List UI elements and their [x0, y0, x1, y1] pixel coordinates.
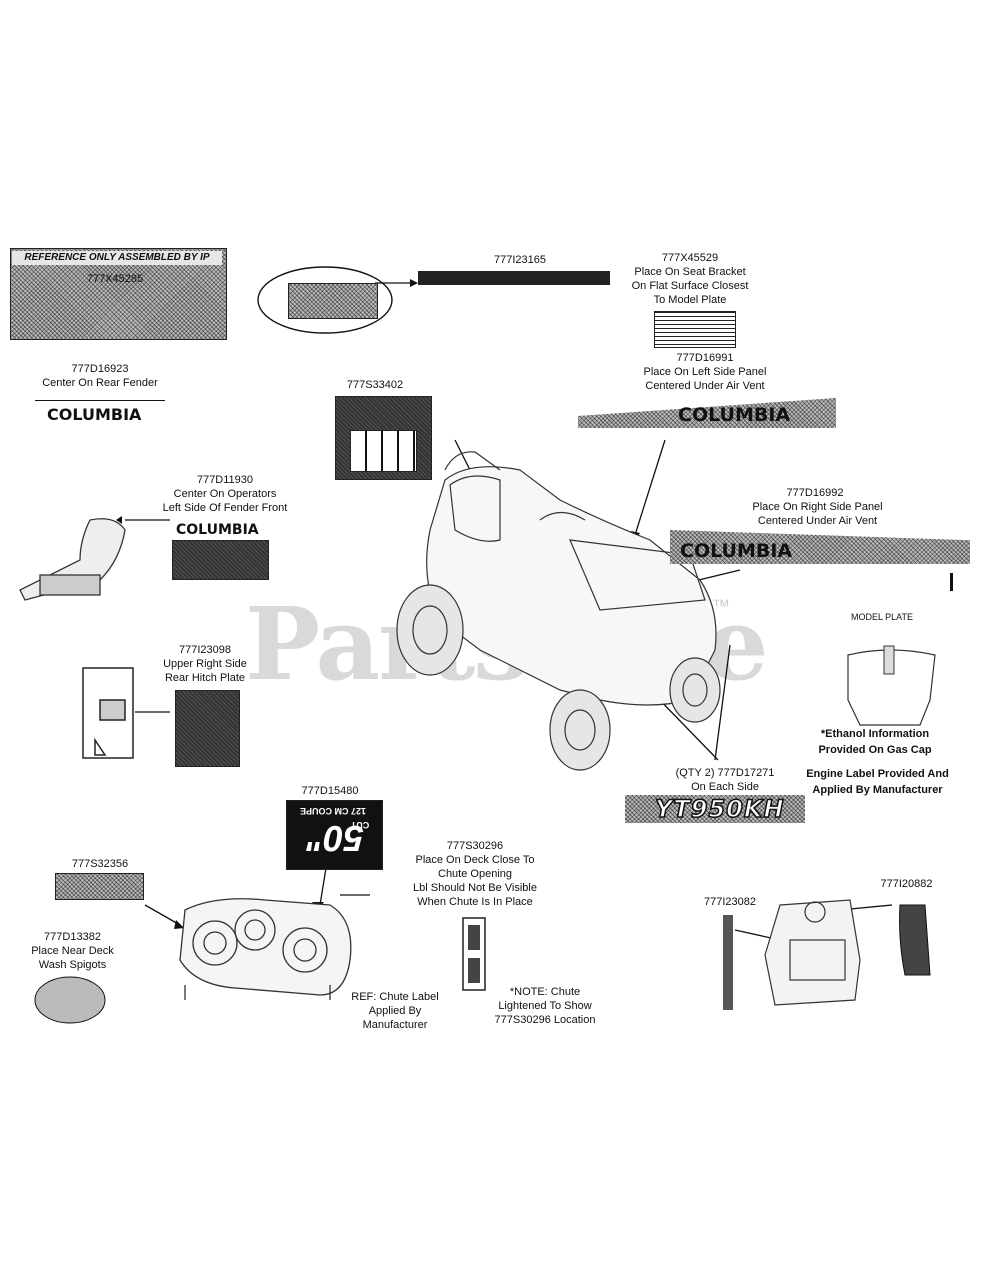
ref-chute-line3: Manufacturer: [362, 1019, 428, 1031]
note-777I23098-line3: Rear Hitch Plate: [164, 672, 246, 684]
ref-chute-line2: Applied By: [368, 1005, 422, 1017]
columbia-logo-right-panel: COLUMBIA: [680, 540, 793, 562]
part-777X45529: 777X45529: [661, 252, 719, 264]
part-777D13382: 777D13382: [44, 931, 101, 943]
part-777I23098: 777I23098: [179, 644, 231, 656]
note-777D16991-line3: Centered Under Air Vent: [645, 380, 765, 392]
columbia-logo-rear-fender: COLUMBIA: [47, 405, 142, 424]
decal-777D17271: [625, 795, 805, 823]
cut-word-text: CUT: [350, 820, 370, 830]
note-777X45529-line2: Place On Seat Bracket: [634, 266, 746, 278]
note-chute-line1: *NOTE: Chute: [509, 986, 581, 998]
ethanol-info-line2: Provided On Gas Cap: [818, 744, 932, 756]
engine-label-line2: Applied By Manufacturer: [812, 784, 943, 796]
model-plate-label: MODEL PLATE: [850, 612, 913, 622]
trademark-mark: ™: [712, 596, 730, 616]
columbia-logo-fender-front: COLUMBIA: [176, 522, 259, 538]
note-777S30296-line4: Lbl Should Not Be Visible: [413, 882, 537, 894]
note-777S30296-line5: When Chute Is In Place: [417, 896, 533, 908]
note-chute-line2: Lightened To Show: [498, 1000, 592, 1012]
note-777S30296-line2: Place On Deck Close To: [415, 854, 535, 866]
decal-777D15480: [286, 800, 383, 870]
decal-battery-label: [288, 283, 378, 319]
note-777D16992-line3: Centered Under Air Vent: [757, 515, 878, 527]
note-777D11930-line3: Left Side Of Fender Front: [162, 502, 288, 514]
note-chute-line3: 777S30296 Location: [494, 1014, 596, 1026]
note-777D16991-line2: Place On Left Side Panel: [643, 366, 767, 378]
ref-chute-line1: REF: Chute Label: [351, 991, 439, 1003]
note-777D16992-line2: Place On Right Side Panel: [752, 501, 883, 513]
part-777D16923: 777D16923: [71, 363, 129, 375]
part-777I23082: 777I23082: [704, 896, 756, 908]
part-777I20882: 777I20882: [880, 878, 933, 890]
decal-777X45529: [654, 311, 736, 348]
note-777S30296-line3: Chute Opening: [438, 868, 512, 880]
reference-only-label: REFERENCE ONLY ASSEMBLED BY IP: [12, 251, 222, 265]
note-777X45529-line3: On Flat Surface Closest: [631, 280, 749, 292]
decal-777S33402-icons: [350, 430, 417, 472]
part-777S33402: 777S33402: [346, 379, 404, 391]
part-777D15480: 777D15480: [301, 785, 359, 797]
note-777X45529-line4: To Model Plate: [653, 294, 727, 306]
part-777D11930: 777D11930: [196, 474, 254, 486]
columbia-logo-left-panel: COLUMBIA: [678, 404, 791, 426]
note-777D11930-line2: Center On Operators: [173, 488, 277, 500]
ethanol-info-line1: *Ethanol Information: [820, 728, 930, 740]
decal-777S32356: [55, 873, 144, 900]
note-777D16923: Center On Rear Fender: [42, 377, 158, 389]
note-777D13382-line3: Wash Spigots: [38, 959, 107, 971]
note-777I23098-line2: Upper Right Side: [163, 658, 247, 670]
decal-777D11930-panel: [172, 540, 269, 580]
note-777D17271: On Each Side: [691, 781, 759, 793]
part-777D17271: (QTY 2) 777D17271: [675, 767, 775, 779]
cut-cm-text: 127 CM COUPE: [299, 806, 367, 816]
note-777D13382-line2: Place Near Deck: [31, 945, 114, 957]
part-777I23165: 777I23165: [494, 254, 546, 266]
part-777D16991: 777D16991: [676, 352, 734, 364]
decal-777I23098: [175, 690, 240, 767]
model-decal-text: YT950KH: [654, 794, 785, 824]
decal-777I23165: [418, 271, 610, 285]
engine-label-line1: Engine Label Provided And: [806, 768, 949, 780]
part-777S30296: 777S30296: [446, 840, 504, 852]
part-777X45285: 777X45285: [86, 273, 144, 285]
part-777D16992: 777D16992: [786, 487, 844, 499]
decal-rule: [35, 400, 165, 401]
part-777S32356: 777S32356: [71, 858, 129, 870]
